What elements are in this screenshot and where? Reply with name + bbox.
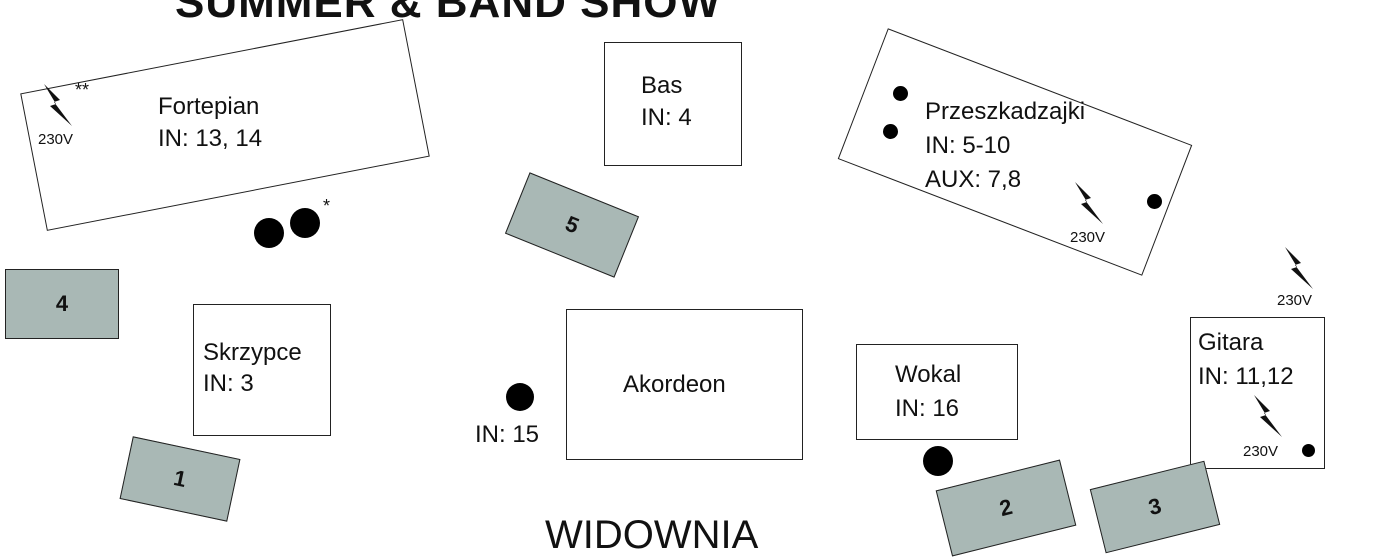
vocal-name: Wokal — [895, 361, 962, 388]
effects-area — [837, 28, 1193, 276]
violin-name: Skrzypce — [203, 339, 302, 366]
guitar-power-label: 230V — [1243, 443, 1279, 460]
monitor-2: 2 — [935, 459, 1077, 557]
accordion-mic-input: IN: 15 — [475, 421, 540, 448]
piano-inputs: IN: 13, 14 — [158, 125, 263, 152]
effects-power-label: 230V — [1070, 229, 1106, 246]
piano-power-note: ** — [75, 80, 90, 100]
effects-aux: AUX: 7,8 — [925, 166, 1022, 193]
effects-inputs: IN: 5-10 — [925, 132, 1011, 159]
bass-area — [604, 42, 742, 166]
guitar-name: Gitara — [1198, 329, 1264, 356]
microphone-dot-icon — [893, 86, 908, 101]
effects-name: Przeszkadzajki — [925, 98, 1086, 125]
power-bolt-icon — [1285, 247, 1313, 289]
microphone-dot-icon — [883, 124, 898, 139]
piano-name: Fortepian — [158, 93, 260, 120]
guitar-power-label-outside: 230V — [1277, 292, 1313, 309]
monitor-5: 5 — [504, 172, 640, 278]
microphone-dot-icon — [254, 218, 284, 248]
bass-name: Bas — [641, 72, 683, 99]
piano-power-label: 230V — [38, 131, 74, 148]
microphone-dot-icon — [1147, 194, 1162, 209]
microphone-dot-icon — [290, 208, 320, 238]
vocal-area — [856, 344, 1018, 440]
guitar-area — [1190, 317, 1325, 469]
monitor-4: 4 — [5, 269, 119, 339]
vocal-inputs: IN: 16 — [895, 395, 960, 422]
power-bolt-icon — [1254, 395, 1282, 437]
audience-label: WIDOWNIA — [545, 513, 759, 557]
microphone-dot-icon — [1302, 444, 1315, 457]
mic-note: * — [323, 196, 331, 216]
microphone-dot-icon — [923, 446, 953, 476]
accordion-name: Akordeon — [623, 371, 726, 398]
violin-inputs: IN: 3 — [203, 370, 254, 397]
page-title: SUMMER & BAND SHOW — [175, 0, 721, 27]
violin-area — [193, 304, 331, 436]
bass-inputs: IN: 4 — [641, 104, 692, 131]
accordion-area — [566, 309, 803, 460]
power-bolt-icon — [1075, 182, 1103, 224]
microphone-dot-icon — [506, 383, 534, 411]
power-bolt-icon — [44, 84, 72, 126]
monitor-3: 3 — [1089, 460, 1221, 554]
monitor-1: 1 — [119, 436, 241, 522]
guitar-inputs: IN: 11,12 — [1198, 363, 1294, 390]
